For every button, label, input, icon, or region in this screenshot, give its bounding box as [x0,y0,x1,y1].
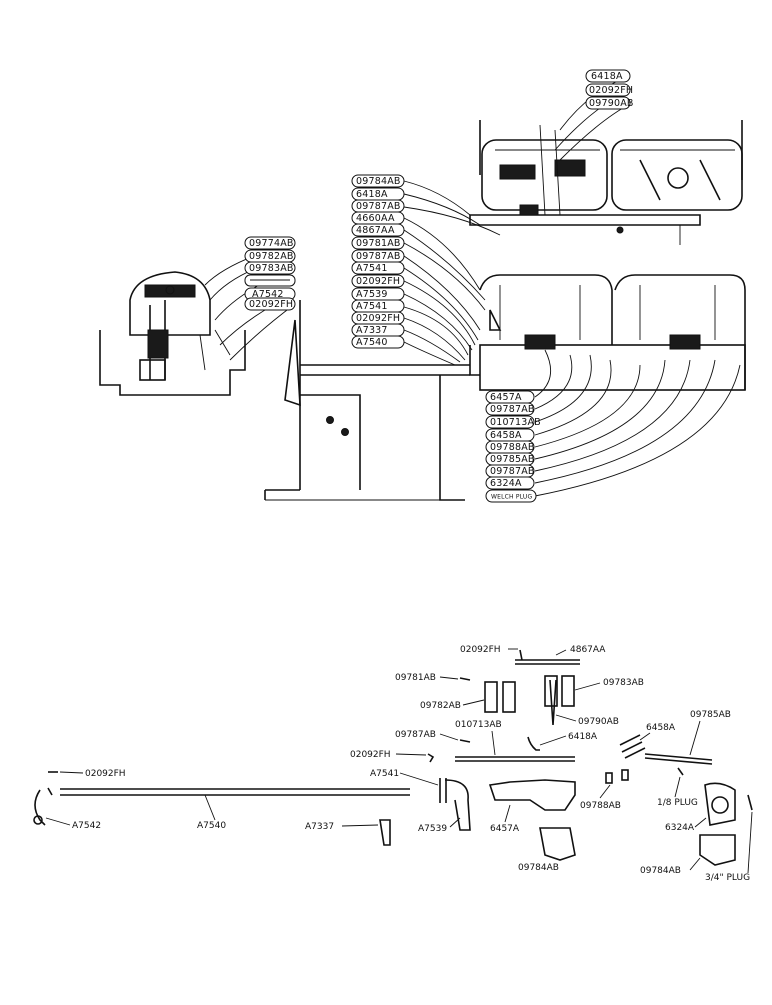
part-label: 6458A [646,723,676,733]
part-label: 4867AA [570,645,606,655]
callout-label: 09787AB [356,251,401,262]
callout-label: 09790AB [589,98,634,109]
callout-label: 02092FH [249,299,293,310]
callout-label: 09787AB [356,201,401,212]
part-label: 6418A [568,732,598,742]
callout-label: 09774AB [249,238,294,249]
callout-label: A7542 [252,289,284,300]
callout-label: 02092FH [589,85,633,96]
part-label: A7539 [418,824,447,834]
upper-head-covers [469,120,743,245]
part-label: 09788AB [580,801,621,811]
part-label: 09784AB [640,866,681,876]
part-label: A7541 [370,769,399,779]
part-label: A7540 [197,821,226,831]
callout-label: 09783AB [249,263,294,274]
callout-label: WELCH PLUG [491,494,533,501]
callout-label: 010713AB [490,417,541,428]
exploded-parts-drawings [33,649,753,866]
callout-label: 02092FH [356,276,400,287]
part-label: 09783AB [603,678,644,688]
part-label: 09782AB [420,701,461,711]
callout-label: 6458A [490,430,522,441]
callout-label: 6457A [490,392,522,403]
part-label: 09784AB [518,863,559,873]
callout-label: A7541 [356,263,388,274]
part-label: 6324A [665,823,695,833]
callout-label: 09781AB [356,238,401,249]
callout-label: 09788AB [490,442,535,453]
callout-label: 02092FH [356,313,400,324]
callout-label: 09782AB [249,251,294,262]
callout-label: 09785AB [490,454,535,465]
callout-label: A7337 [356,325,388,336]
callouts-left-head: 09774AB 09782AB 09783AB A7542 02092FH [244,236,296,311]
callout-label: 6418A [591,71,623,82]
part-label: 1/8 PLUG [657,798,698,808]
callout-label: A7540 [356,337,388,348]
callout-label: 09787AB [490,466,535,477]
part-label: 09781AB [395,673,436,683]
callout-label: A7539 [356,289,388,300]
callout-label: 4660AA [356,213,395,224]
part-label: A7337 [305,822,334,832]
part-label: 02092FH [85,769,126,779]
part-label: 09787AB [395,730,436,740]
right-rocker-covers [469,274,746,391]
part-label: 09785AB [690,710,731,720]
callout-label: 09787AB [490,404,535,415]
callout-label: 4867AA [356,225,395,236]
callout-label: 6418A [356,189,388,200]
callout-label: 6324A [490,478,522,489]
callout-label: A7541 [356,301,388,312]
part-label: 09790AB [578,717,619,727]
part-label: 02092FH [460,645,501,655]
part-label: 010713AB [455,720,502,730]
part-label: A7542 [72,821,101,831]
part-label: 6457A [490,824,520,834]
callouts-upper-right: 6418A 02092FH 09790AB [585,69,634,110]
left-head-cutaway [99,271,246,396]
part-label: 3/4" PLUG [705,873,750,883]
exploded-parts-labels: 02092FH 4867AA 09781AB 09783AB 09782AB 0… [72,645,750,883]
part-label: 02092FH [350,750,391,760]
exploded-leader-lines [45,648,753,874]
callout-label: 09784AB [356,176,401,187]
cross-rod-assembly [264,300,470,501]
callouts-lower-stack: 6457A 09787AB 010713AB 6458A 09788AB 097… [485,390,541,503]
callouts-center-stack: 09784AB 6418A 09787AB 4660AA 4867AA 0978… [351,174,405,349]
